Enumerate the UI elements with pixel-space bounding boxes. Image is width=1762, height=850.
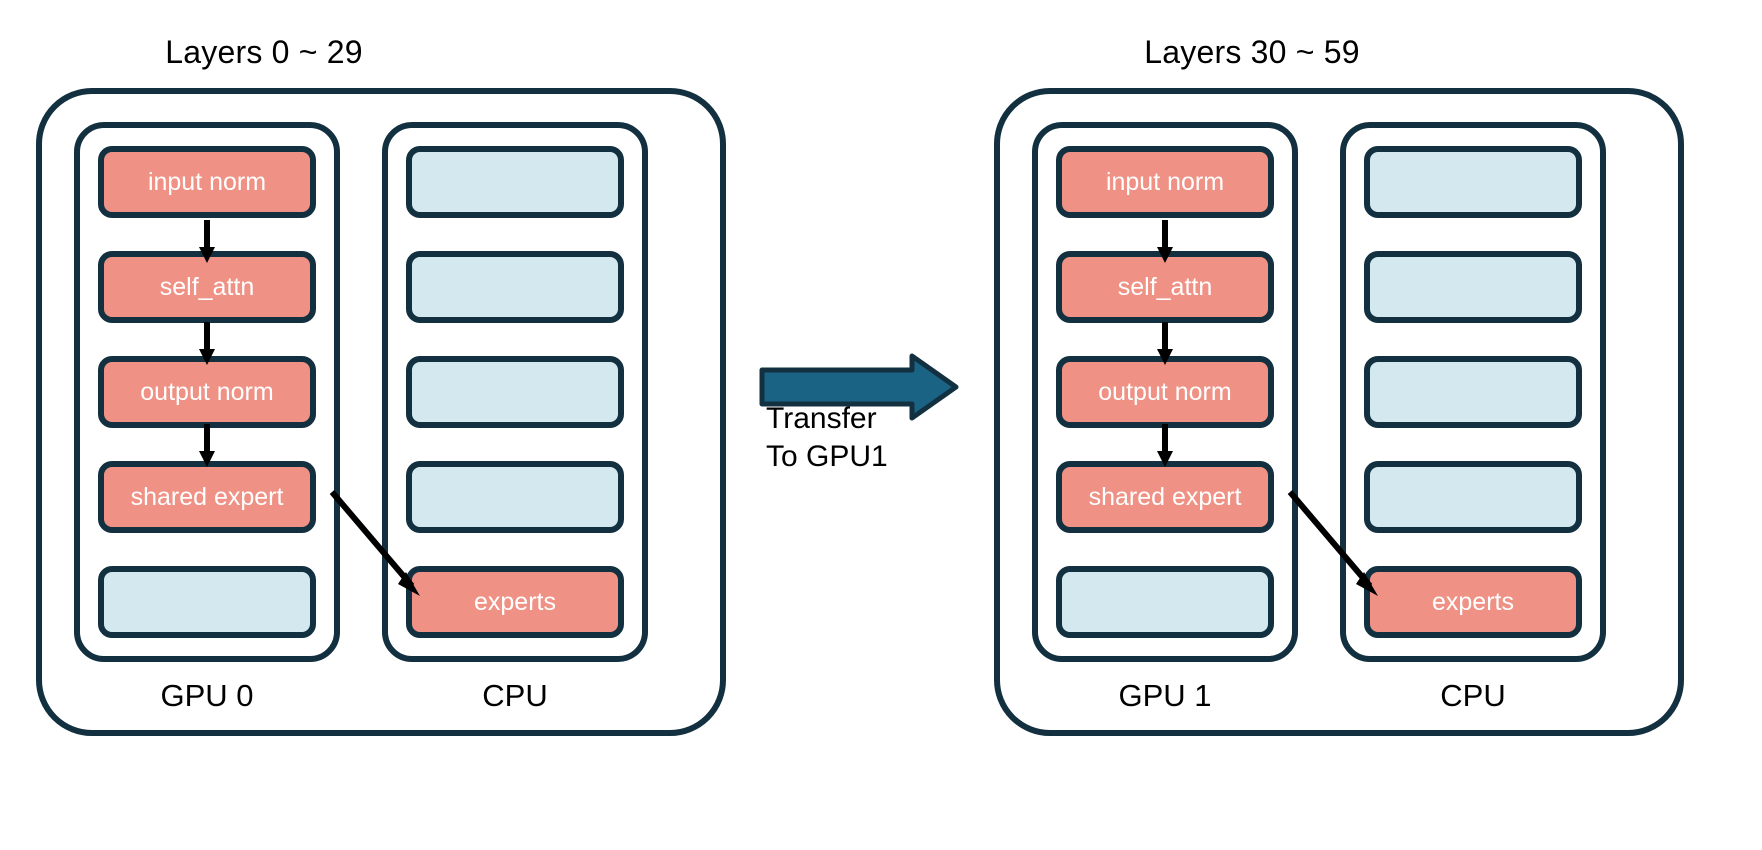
device-label-gpu-0: GPU 0	[160, 678, 254, 713]
device-label-cpu-right: CPU	[1440, 678, 1506, 713]
block-output-norm[interactable]: output norm	[1056, 356, 1274, 428]
block-output-norm[interactable]: output norm	[98, 356, 316, 428]
block-cpu-idle-4[interactable]	[1364, 461, 1582, 533]
transfer-label-line2: To GPU1	[766, 440, 888, 474]
cpu-column-right: experts	[1340, 122, 1606, 662]
cpu-slot-stack-right: experts	[1364, 146, 1582, 638]
block-input-norm[interactable]: input norm	[98, 146, 316, 218]
device-shell-right: input norm self_attn output norm shared …	[994, 88, 1684, 736]
device-label-cpu-left: CPU	[482, 678, 548, 713]
gpu-column-left: input norm self_attn output norm shared …	[74, 122, 340, 662]
transfer-group: Transfer To GPU1	[759, 352, 980, 532]
cpu-column-left: experts	[382, 122, 648, 662]
block-idle-slot[interactable]	[1056, 566, 1274, 638]
block-shared-expert[interactable]: shared expert	[1056, 461, 1274, 533]
block-cpu-idle-4[interactable]	[406, 461, 624, 533]
gpu-slot-stack-right: input norm self_attn output norm shared …	[1056, 146, 1274, 638]
block-idle-slot[interactable]	[98, 566, 316, 638]
block-experts[interactable]: experts	[1364, 566, 1582, 638]
block-input-norm[interactable]: input norm	[1056, 146, 1274, 218]
device-label-gpu-1: GPU 1	[1118, 678, 1212, 713]
gpu-slot-stack-left: input norm self_attn output norm shared …	[98, 146, 316, 638]
block-cpu-idle-2[interactable]	[1364, 251, 1582, 323]
transfer-label: Transfer To GPU1	[766, 400, 946, 477]
panel-title-right: Layers 30 ~ 59	[1144, 34, 1360, 70]
block-shared-expert[interactable]: shared expert	[98, 461, 316, 533]
block-cpu-idle-3[interactable]	[1364, 356, 1582, 428]
transfer-label-line1: Transfer	[766, 402, 877, 435]
block-cpu-idle-1[interactable]	[1364, 146, 1582, 218]
block-experts[interactable]: experts	[406, 566, 624, 638]
device-shell-left: input norm self_attn output norm shared …	[36, 88, 726, 736]
panel-layers-0-29: Layers 0 ~ 29 input norm self_attn outpu…	[22, 0, 742, 850]
panel-title-left: Layers 0 ~ 29	[165, 34, 363, 70]
block-self-attn[interactable]: self_attn	[1056, 251, 1274, 323]
cpu-slot-stack-left: experts	[406, 146, 624, 638]
block-cpu-idle-1[interactable]	[406, 146, 624, 218]
transfer-arrow-icon	[759, 353, 959, 421]
gpu-column-right: input norm self_attn output norm shared …	[1032, 122, 1298, 662]
block-cpu-idle-2[interactable]	[406, 251, 624, 323]
block-self-attn[interactable]: self_attn	[98, 251, 316, 323]
panel-layers-30-59: Layers 30 ~ 59 input norm self_attn outp…	[980, 0, 1700, 850]
block-cpu-idle-3[interactable]	[406, 356, 624, 428]
